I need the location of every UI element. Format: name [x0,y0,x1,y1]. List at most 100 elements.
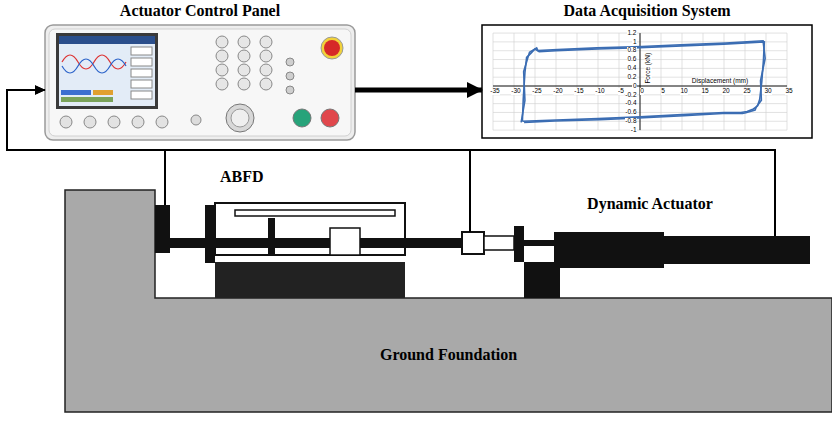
node-label: Data Acquisition System [563,2,730,20]
control-panel-illustration [321,37,343,59]
node-label: ABFD [220,168,264,186]
control-panel-illustration [45,25,355,140]
y-tick-label: -0.4 [625,100,637,107]
abfd-illustration [235,210,395,216]
control-panel-illustration [131,47,152,55]
control-panel-illustration [59,36,155,106]
hysteresis-chart [493,86,787,87]
control-panel-illustration [132,116,144,128]
y-tick-label: -1 [630,127,637,134]
actuator-illustration [664,236,810,264]
x-tick-label: -10 [595,88,605,95]
hysteresis-chart [577,33,578,130]
control-panel-illustration [238,36,250,48]
x-tick-label: -15 [574,88,584,95]
actuator-illustration [484,226,810,298]
actuator-illustration [484,236,514,250]
x-axis-title: Displacement (mm) [691,78,748,85]
y-tick-label: 0.4 [627,65,637,72]
y-tick-label: -0.2 [625,92,637,99]
actuator-illustration [554,232,664,268]
abfd-illustration [268,218,275,255]
y-tick-label: 0.6 [627,56,637,63]
hysteresis-chart [787,33,788,130]
y-tick-label: -0.6 [625,109,637,116]
hysteresis-chart [521,41,765,123]
signal-wire [164,150,166,205]
control-panel: Actuator Control Panel [45,2,355,140]
control-panel-illustration [131,80,152,88]
x-tick-label: -20 [553,88,563,95]
control-panel-illustration [131,69,152,77]
x-tick-label: 25 [743,88,751,95]
control-panel-illustration [324,40,340,56]
control-panel-illustration [156,116,168,128]
y-axis-title: Force (kN) [645,52,652,84]
abfd-illustration [215,262,405,298]
x-tick-label: 10 [680,88,688,95]
actuator-illustration [524,240,554,246]
control-panel-illustration [238,78,250,90]
control-panel-illustration [226,104,254,132]
control-panel-illustration [49,29,351,136]
control-panel-illustration [238,50,250,62]
control-panel-illustration [191,115,201,125]
control-panel-illustration [321,109,339,127]
control-panel-illustration [293,109,311,127]
control-panel-illustration [286,58,294,66]
data-acquisition-frame [482,25,812,138]
control-panel-illustration [260,64,272,76]
control-panel-illustration [84,116,96,128]
x-tick-label: 30 [764,88,772,95]
signal-wire [469,168,471,232]
abfd-illustration [330,228,360,255]
ground-foundation-shape [65,190,832,412]
x-tick-label: -30 [511,88,521,95]
hysteresis-chart [535,33,536,130]
control-panel-illustration [216,50,228,62]
hysteresis-chart [522,42,764,121]
control-panel-illustration [60,116,72,128]
hysteresis-chart [493,33,787,130]
control-panel-illustration [131,91,152,99]
control-panel-illustration [260,78,272,90]
control-panel-illustration [216,36,272,90]
hysteresis-chart [493,86,787,87]
hysteresis-chart [493,33,494,130]
x-tick-label: 0 [640,88,645,95]
node-label: Dynamic Actuator [587,195,713,213]
control-panel-illustration [231,109,249,127]
signal-wire [7,90,470,168]
control-panel-illustration [61,90,91,95]
control-panel-illustration [238,64,250,76]
control-panel-illustration [216,64,228,76]
y-tick-label: -0.8 [625,118,637,125]
y-tick-label: 0 [632,83,637,90]
dynamic-actuator: Dynamic Actuator [486,195,814,292]
abfd-illustration [155,203,484,298]
x-tick-label: 35 [785,88,793,95]
control-panel-illustration [131,58,152,66]
control-panel-illustration [286,72,294,80]
node-label: Actuator Control Panel [120,2,280,20]
signal-wire [7,90,775,195]
control-panel-illustration [260,36,272,48]
abfd-device: ABFD [150,168,484,292]
control-panel-illustration [56,33,158,109]
hysteresis-chart [556,33,557,130]
hysteresis-chart [514,33,515,130]
signal-arrow [355,88,482,93]
x-tick-label: 5 [661,88,666,95]
y-tick-label: 0.8 [627,47,637,54]
control-panel-illustration [260,50,272,62]
ground-foundation-shape [65,190,832,412]
abfd-illustration [155,205,170,253]
x-tick-label: 20 [722,88,730,95]
signal-wire [774,195,776,236]
data-acquisition-frame [482,25,812,138]
node-label: Ground Foundation [380,346,517,364]
control-panel-illustration [108,116,120,128]
control-panel-illustration [286,86,294,94]
